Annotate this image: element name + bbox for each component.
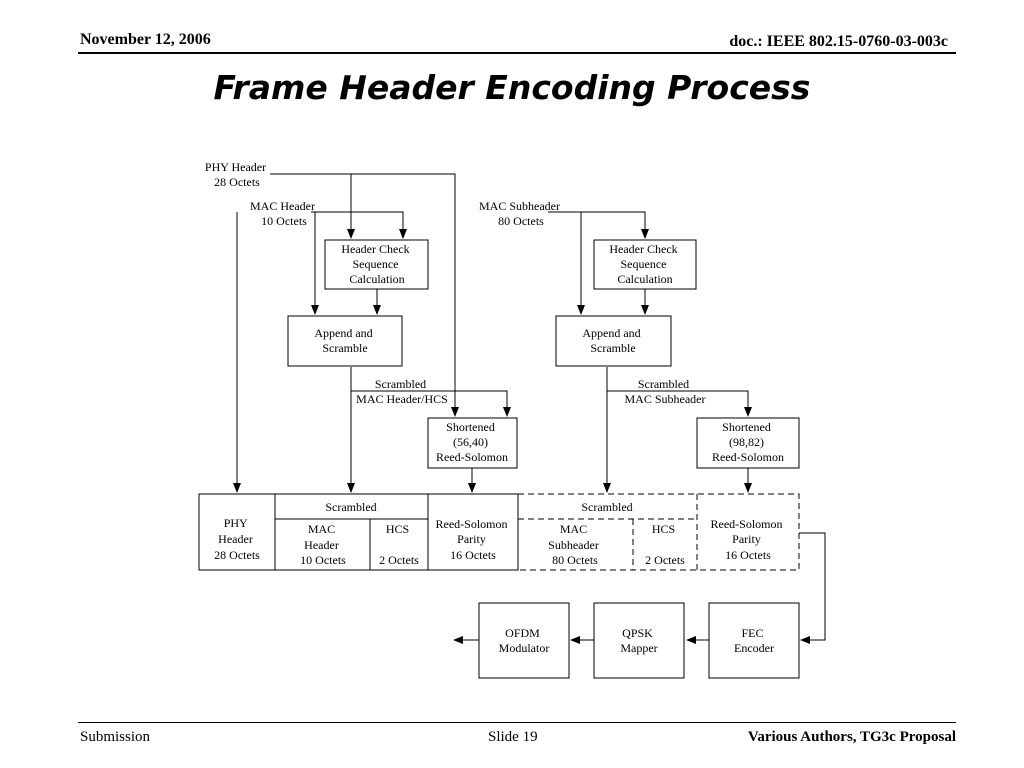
svg-text:Header Check Sequence: Header Check Sequence Calculation: [341, 242, 412, 286]
arrow-frame-to-fec: [799, 532, 826, 644]
frame-right-dashed: [517, 493, 800, 571]
rs-shortened-left-box: Shortened (56,40) Reed-Solomon: [427, 417, 518, 469]
rs-shortened-right-box: Shortened (98,82) Reed-Solomon: [696, 417, 800, 469]
scrambled-mac-header-hcs-label: Scrambled MAC Header/HCS: [356, 377, 448, 406]
svg-text:Append and Scramble: Append and Scramble: [582, 326, 643, 355]
header-rule: [78, 52, 956, 54]
fec-encoder-box: FEC Encoder: [708, 602, 800, 679]
connectors: [233, 173, 826, 644]
mac-subheader-input-label: MAC Subheader 80 Octets: [479, 199, 563, 228]
svg-text:Header Check Sequence: Header Check Sequence Calculation: [609, 242, 680, 286]
svg-text:Shortened (56,40): Shortened (56,40) Reed-Solomon: [436, 420, 508, 464]
svg-text:Append and Scramble: Append and Scramble: [314, 326, 375, 355]
frame-parity-right: Reed-Solomon Parity 16 Octets: [711, 517, 786, 562]
append-scramble-right-box: Append and Scramble: [555, 315, 672, 367]
ofdm-modulator-box: OFDM Modulator: [478, 602, 570, 679]
scrambled-mac-subheader-label: Scrambled MAC Subheader: [625, 377, 706, 406]
footer-submission: Submission: [80, 729, 151, 745]
arrow-mac-to-hcs-left: [311, 211, 407, 239]
slide-title: Frame Header Encoding Process: [213, 68, 811, 107]
footer-rule: [78, 722, 956, 723]
header-doc-id: doc.: IEEE 802.15-0760-03-003c: [729, 33, 948, 50]
frame-mac-header: MAC Header 10 Octets: [300, 522, 346, 567]
svg-text:FEC Encoder: FEC Encoder: [734, 626, 774, 655]
hcs-calc-right-box: Header Check Sequence Calculation: [593, 239, 697, 290]
frame-phy-header: PHY Header 28 Octets: [214, 516, 260, 562]
arrow-append-right-to-rs: [607, 390, 752, 417]
svg-text:Shortened (98,82): Shortened (98,82) Reed-Solomon: [712, 420, 784, 464]
phy-header-input-label: PHY Header 28 Octets: [205, 160, 269, 189]
frame-scrambled-right: Scrambled: [581, 500, 632, 514]
footer-slide-number: Slide 19: [488, 729, 538, 745]
arrow-phy-to-rs-left: [270, 173, 459, 417]
frame-parity-left: Reed-Solomon Parity 16 Octets: [436, 517, 511, 562]
frame-mac-subheader: MAC Subheader 80 Octets: [548, 522, 602, 567]
arrow-sub-to-hcs-right: [548, 211, 649, 239]
footer-authors: Various Authors, TG3c Proposal: [747, 729, 956, 745]
frame-row: [198, 493, 800, 571]
arrow-append-left-to-rs: [351, 390, 511, 417]
append-scramble-left-box: Append and Scramble: [287, 315, 403, 367]
hcs-calc-left-box: Header Check Sequence Calculation: [324, 239, 429, 290]
svg-text:OFDM Modulator: OFDM Modulator: [499, 626, 550, 655]
qpsk-mapper-box: QPSK Mapper: [593, 602, 685, 679]
frame-hcs-left: HCS 2 Octets: [379, 522, 419, 567]
mac-header-input-label: MAC Header 10 Octets: [250, 199, 318, 228]
header-date: November 12, 2006: [80, 31, 211, 48]
frame-scrambled-left: Scrambled: [325, 500, 376, 514]
frame-hcs-right: HCS 2 Octets: [645, 522, 685, 567]
svg-text:QPSK Mapper: QPSK Mapper: [620, 626, 657, 655]
